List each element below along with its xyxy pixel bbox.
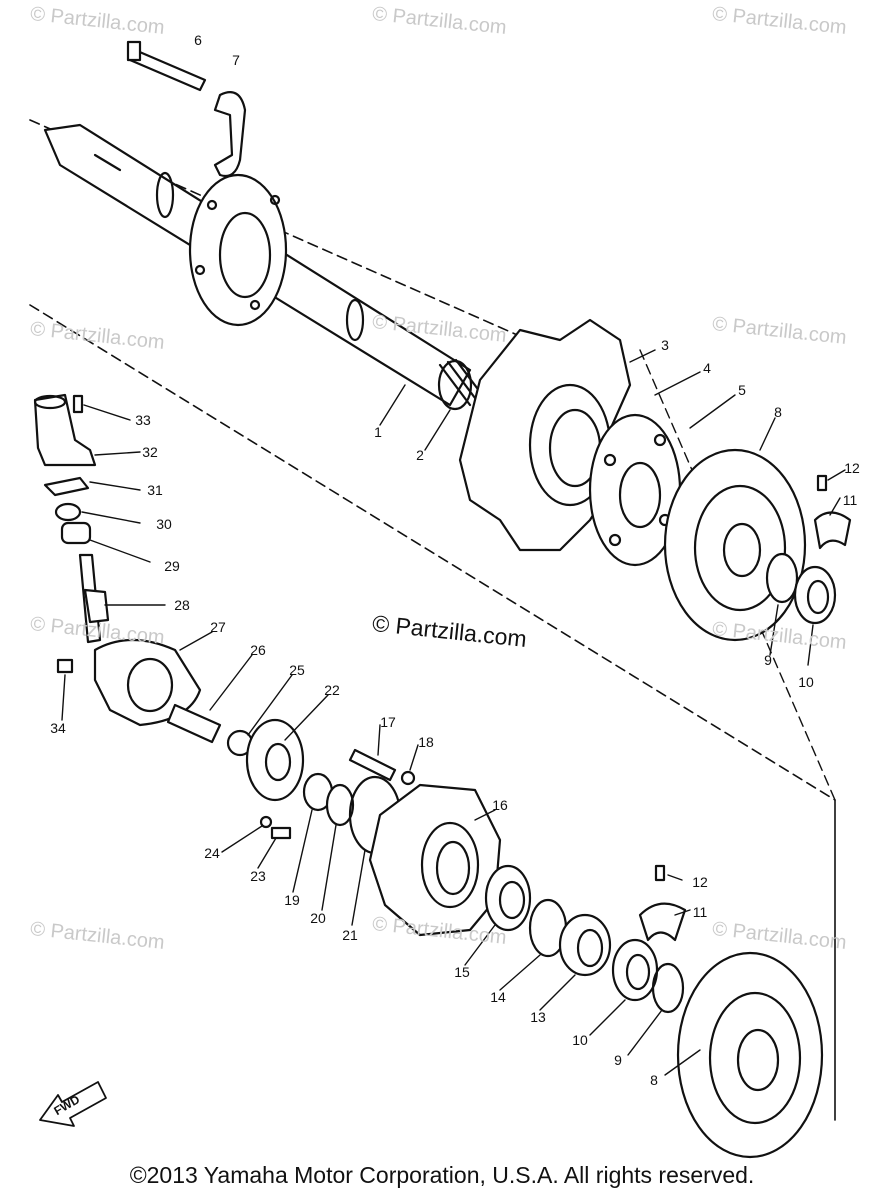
bearing-holder-lower (638, 902, 687, 942)
part-label-25: 25 (289, 662, 305, 678)
part-label-10-upper: 10 (798, 674, 814, 690)
housing-screw (72, 394, 84, 414)
drive-plate (245, 718, 305, 802)
assembly-boundary-line (29, 304, 836, 801)
part-label-31: 31 (147, 482, 163, 498)
part-label-9-upper: 9 (764, 652, 772, 668)
part-label-7: 7 (232, 52, 240, 68)
part-label-8-upper: 8 (774, 404, 782, 420)
speedometer-gear (78, 553, 110, 644)
bolt-17 (348, 748, 397, 782)
holder-screw-lower (654, 864, 666, 882)
part-label-22: 22 (324, 682, 340, 698)
part-label-11-upper: 11 (842, 492, 858, 508)
bearing-flange (188, 173, 288, 327)
washer-24 (259, 815, 273, 829)
part-label-17: 17 (380, 714, 396, 730)
part-label-4: 4 (703, 360, 711, 376)
bearing-holder-upper (813, 511, 852, 550)
lock-washer (325, 783, 355, 827)
part-label-3: 3 (661, 337, 669, 353)
part-label-27: 27 (210, 619, 226, 635)
oil-seal (60, 521, 92, 545)
circlip-lower (651, 962, 685, 1014)
part-label-6: 6 (194, 32, 202, 48)
washer-18 (400, 770, 416, 786)
holder-screw-upper (816, 474, 828, 492)
part-label-23: 23 (250, 868, 266, 884)
part-label-10-lower: 10 (572, 1032, 588, 1048)
washer-plate (43, 476, 90, 497)
part-label-18: 18 (418, 734, 434, 750)
housing-bolt (56, 658, 74, 674)
part-label-34: 34 (50, 720, 66, 736)
bushing (54, 502, 82, 522)
part-label-24: 24 (204, 845, 220, 861)
part-label-12-upper: 12 (844, 460, 860, 476)
part-label-9-lower: 9 (614, 1052, 622, 1068)
part-label-20: 20 (310, 910, 326, 926)
front-direction-arrow (39, 1081, 107, 1127)
part-label-11-lower: 11 (692, 904, 708, 920)
part-label-30: 30 (156, 516, 172, 532)
bearing-upper (793, 565, 837, 625)
bearing-15 (484, 864, 532, 932)
part-label-8-lower: 8 (650, 1072, 658, 1088)
part-label-2: 2 (416, 447, 424, 463)
part-label-21: 21 (342, 927, 358, 943)
collar-13 (558, 913, 612, 977)
part-label-19: 19 (284, 892, 300, 908)
part-label-1: 1 (374, 424, 382, 440)
part-label-32: 32 (142, 444, 158, 460)
part-label-29: 29 (164, 558, 180, 574)
part-label-16: 16 (492, 797, 508, 813)
part-label-14: 14 (490, 989, 506, 1005)
idler-wheel-upper (663, 448, 807, 642)
part-label-28: 28 (174, 597, 190, 613)
screw-23 (270, 826, 292, 840)
speedometer-housing (33, 393, 97, 467)
copyright-notice: ©2013 Yamaha Motor Corporation, U.S.A. A… (129, 1162, 755, 1188)
part-label-13: 13 (530, 1009, 546, 1025)
part-label-26: 26 (250, 642, 266, 658)
flange-bolt (126, 40, 207, 92)
circlip-upper (765, 552, 799, 604)
part-label-15: 15 (454, 964, 470, 980)
idler-wheel-lower (676, 951, 824, 1159)
part-label-12-lower: 12 (692, 874, 708, 890)
part-label-5: 5 (738, 382, 746, 398)
lock-bracket (213, 91, 247, 178)
drive-gear (166, 703, 222, 744)
gear-housing (93, 638, 202, 727)
bearing-lower (611, 938, 659, 1002)
bearing-housing (368, 783, 502, 937)
part-label-33: 33 (135, 412, 151, 428)
